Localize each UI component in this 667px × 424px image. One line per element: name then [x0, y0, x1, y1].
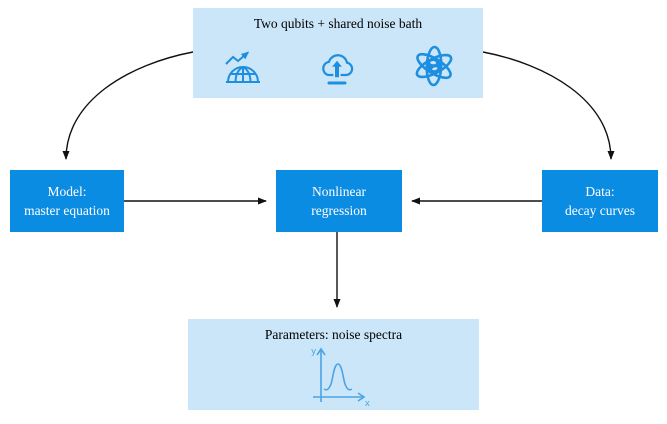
node-model-label-line2: master equation — [24, 203, 110, 218]
plot-y-axis-label: y — [311, 346, 316, 357]
plot-x-axis-label: x — [365, 398, 370, 407]
node-regression-label-line2: regression — [311, 203, 367, 218]
node-parameters-title: Parameters: noise spectra — [264, 327, 403, 342]
node-model: Model: master equation — [10, 170, 124, 232]
node-regression-label-line1: Nonlinear — [312, 184, 366, 199]
arrow-topbox-to-model — [62, 51, 194, 160]
node-noise-bath: Two qubits + shared noise bath — [193, 8, 483, 98]
node-regression: Nonlinear regression — [276, 170, 402, 232]
arrow-topbox-to-data — [482, 51, 615, 160]
node-data-label-line1: Data: — [585, 184, 615, 199]
node-data: Data: decay curves — [542, 170, 658, 232]
node-model-label-line1: Model: — [47, 184, 87, 199]
spectrum-plot-icon: y x — [311, 346, 370, 407]
atom-globe-icon — [415, 45, 453, 87]
node-data-label-line2: decay curves — [564, 203, 636, 218]
dome-growth-icon — [225, 51, 260, 83]
node-parameters: Parameters: noise spectra y x — [188, 319, 479, 410]
node-noise-bath-title: Two qubits + shared noise bath — [253, 16, 423, 31]
cloud-upload-icon — [322, 54, 354, 85]
